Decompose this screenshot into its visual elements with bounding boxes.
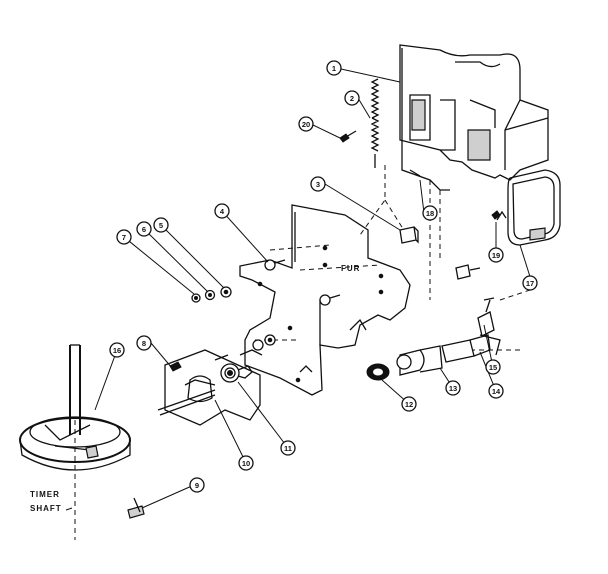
- callout-1-top: 1: [326, 60, 342, 76]
- callout-2: 2: [344, 90, 360, 106]
- timer-knob: [19, 344, 131, 471]
- callout-6: 6: [136, 221, 152, 237]
- callout-19: 19: [488, 247, 504, 263]
- callout-19-label: 19: [492, 251, 500, 260]
- callout-6-label: 6: [142, 225, 146, 234]
- callout-17: 17: [522, 275, 538, 291]
- callout-15: 15: [485, 359, 501, 375]
- callout-16: 16: [109, 342, 125, 358]
- small-screw: [339, 130, 357, 143]
- callout-15-label: 15: [489, 363, 497, 372]
- callout-1-top-label: 1: [332, 64, 336, 73]
- callout-8-label: 8: [142, 339, 146, 348]
- callout-9: 9: [189, 477, 205, 493]
- cover-plate: [507, 169, 561, 246]
- callout-5-label: 5: [159, 221, 163, 230]
- main-mounting-plate: [239, 204, 411, 396]
- callout-17-label: 17: [526, 279, 534, 288]
- shaft-assembly: [366, 297, 501, 381]
- callout-12-label: 12: [405, 400, 413, 409]
- callout-11: 11: [280, 440, 296, 456]
- callout-2-label: 2: [350, 94, 354, 103]
- callout-16-label: 16: [113, 346, 121, 355]
- clip-screw: [491, 210, 507, 221]
- callout-18-label: 18: [426, 209, 434, 218]
- alignment-lines: [74, 165, 531, 540]
- washer-stack: [191, 286, 232, 303]
- callout-3-label: 3: [316, 180, 320, 189]
- shaft-label-line1: TIMER: [30, 490, 60, 499]
- callout-8: 8: [136, 335, 152, 351]
- timer-shaft-stub: [127, 497, 145, 519]
- callout-10: 10: [238, 455, 254, 471]
- callout-4-label: 4: [220, 207, 225, 216]
- plate-screws: [264, 259, 341, 306]
- callout-12: 12: [401, 396, 417, 412]
- callout-20: 20: [298, 116, 314, 132]
- shaft-label-line2: SHAFT: [30, 504, 62, 513]
- bumper: [399, 226, 419, 244]
- leader-lines: [65, 68, 533, 511]
- callout-14-label: 14: [492, 387, 501, 396]
- housing-bracket: [399, 44, 549, 191]
- callout-13-label: 13: [449, 384, 457, 393]
- callout-18: 18: [422, 205, 438, 221]
- callout-4: 4: [214, 203, 230, 219]
- callout-14: 14: [488, 383, 504, 399]
- callout-13: 13: [445, 380, 461, 396]
- callout-10-label: 10: [242, 459, 250, 468]
- callout-20-label: 20: [302, 120, 310, 129]
- lower-switch-bracket: [157, 334, 276, 426]
- spring: [370, 78, 380, 168]
- callout-7-label: 7: [122, 233, 126, 242]
- plate-label: FUR: [341, 264, 360, 273]
- callout-9-label: 9: [195, 481, 199, 490]
- callout-7: 7: [116, 229, 132, 245]
- callout-11-label: 11: [284, 444, 292, 453]
- callout-3: 3: [310, 176, 326, 192]
- callout-5: 5: [153, 217, 169, 233]
- side-screw: [455, 264, 481, 280]
